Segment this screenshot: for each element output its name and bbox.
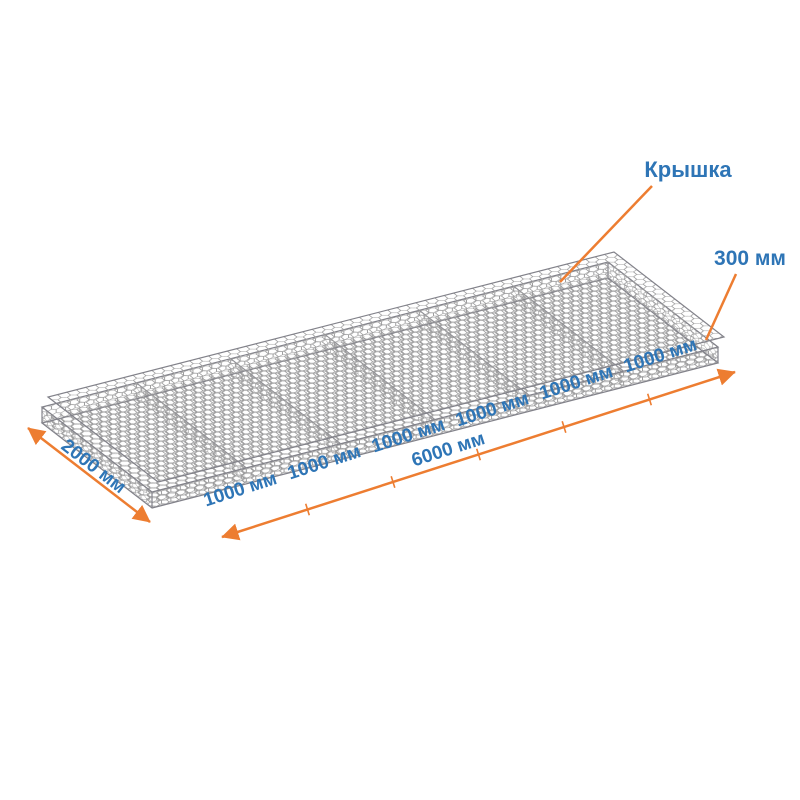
length-division-tick bbox=[475, 448, 482, 461]
width-dimension-line bbox=[27, 427, 151, 523]
cover-label: Крышка bbox=[644, 157, 732, 182]
height-dimension-label: 300 мм bbox=[714, 247, 786, 270]
length-division-tick bbox=[561, 421, 567, 433]
length-division-tick bbox=[390, 476, 396, 488]
length-division-tick bbox=[304, 503, 311, 516]
mesh-illustration bbox=[40, 251, 726, 509]
cover-leader-line bbox=[559, 185, 653, 283]
mesh-lid bbox=[47, 251, 724, 482]
height-leader-line bbox=[704, 273, 738, 341]
length-division-tick bbox=[646, 393, 653, 406]
